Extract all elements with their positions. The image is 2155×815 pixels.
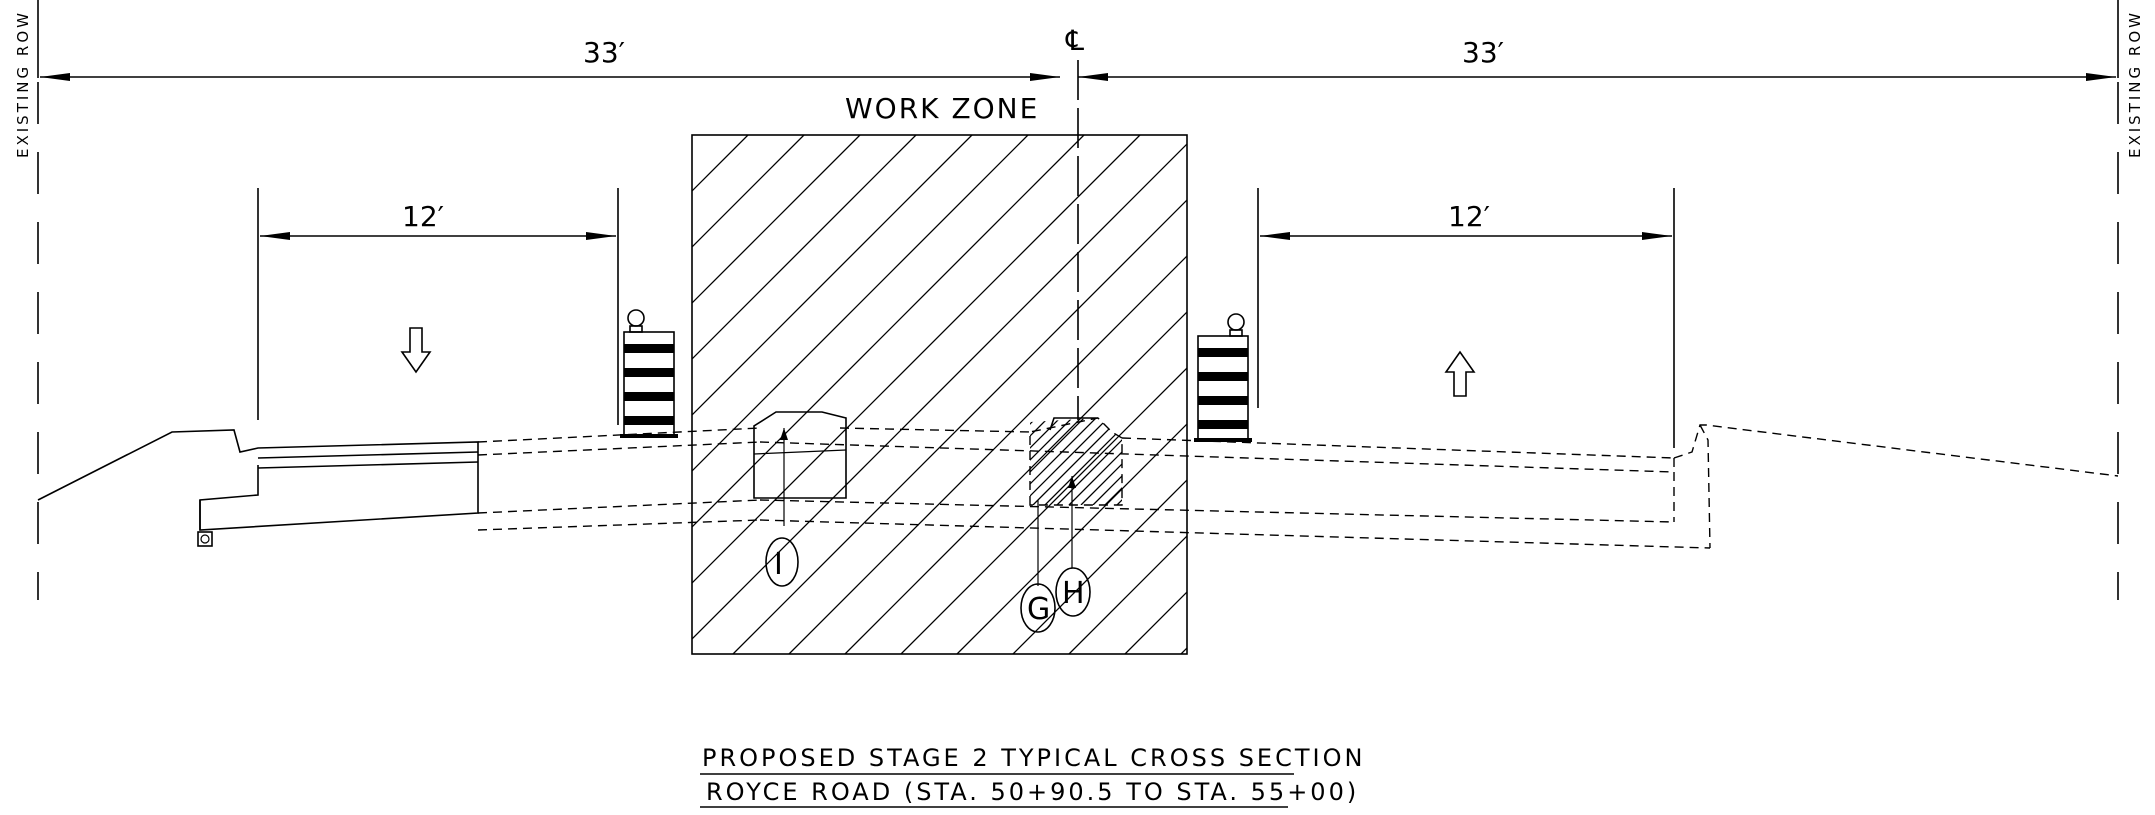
right-row-label: EXISTING ROW — [2126, 10, 2144, 158]
callout-i: I — [765, 428, 799, 587]
callout-g-label: G — [1027, 592, 1050, 627]
left-row-label: EXISTING ROW — [14, 10, 32, 158]
callout-i-label: I — [774, 547, 783, 582]
left-half-width-dimension: 33′ — [583, 36, 625, 69]
callout-g: G — [1020, 500, 1056, 633]
traffic-drum-icon — [1194, 313, 1252, 442]
drawing-title-line1: PROPOSED STAGE 2 TYPICAL CROSS SECTION — [702, 744, 1365, 772]
arrow-up-icon — [1444, 350, 1476, 397]
centerline-symbol: ℄ — [1065, 24, 1086, 57]
left-barrier-and-pavement — [37, 429, 479, 547]
traffic-drum-icon — [620, 309, 678, 438]
callout-h-label: H — [1062, 576, 1085, 611]
left-lane-dimension — [257, 188, 619, 425]
work-zone-hatch — [692, 135, 1187, 654]
work-zone-box — [691, 134, 1188, 655]
drawing-title-line2: ROYCE ROAD (STA. 50+90.5 TO STA. 55+00) — [706, 778, 1359, 806]
work-zone-label: WORK ZONE — [845, 92, 1039, 125]
arrow-down-icon — [400, 327, 432, 374]
proposed-pavement-section — [1029, 417, 1123, 506]
right-lane-width-dimension: 12′ — [1448, 200, 1490, 233]
left-lane-width-dimension: 12′ — [402, 200, 444, 233]
existing-curb-section — [753, 411, 847, 499]
right-half-width-dimension: 33′ — [1462, 36, 1504, 69]
right-lane-dimension — [1257, 188, 1675, 448]
proposed-pavement-lines — [477, 424, 2119, 549]
callout-h: H — [1055, 476, 1091, 617]
